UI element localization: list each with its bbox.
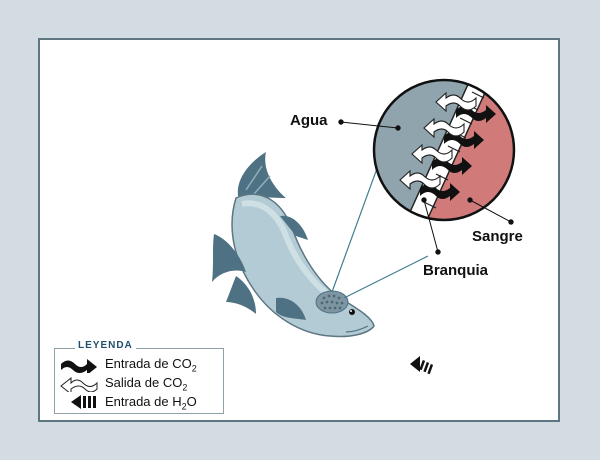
co2-in-arrow-icon bbox=[61, 359, 97, 373]
zoom-line-lower bbox=[343, 255, 429, 299]
leader-branquia bbox=[423, 199, 439, 253]
legend-text-co2-out: Salida de CO bbox=[105, 375, 183, 390]
label-branquia: Branquia bbox=[423, 262, 489, 279]
leader-agua bbox=[340, 121, 399, 129]
leader-sangre bbox=[469, 199, 512, 223]
pectoral-fin bbox=[212, 234, 246, 282]
label-sangre: Sangre bbox=[472, 228, 523, 245]
legend-item-co2-out: Salida de CO2 bbox=[55, 374, 225, 393]
legend-text-water-in: Entrada de H bbox=[105, 394, 182, 409]
label-agua: Agua bbox=[290, 112, 328, 129]
fish bbox=[212, 152, 375, 338]
tail-fin bbox=[237, 152, 286, 198]
water-in-arrow-icon bbox=[71, 395, 96, 409]
legend: LEYENDA Entrada de CO2 Salida de CO2 Ent… bbox=[54, 340, 225, 414]
water-in-arrow-icon bbox=[410, 356, 434, 375]
magnified-gill-view bbox=[372, 78, 516, 222]
zoom-line-upper bbox=[331, 151, 384, 293]
fish-eye bbox=[349, 309, 355, 315]
legend-title: LEYENDA bbox=[75, 340, 136, 351]
co2-out-arrow-icon bbox=[60, 376, 98, 392]
ventral-fin bbox=[276, 297, 306, 320]
dorsal-fin bbox=[280, 215, 308, 240]
legend-text-co2-in: Entrada de CO bbox=[105, 356, 192, 371]
legend-item-co2-in: Entrada de CO2 bbox=[55, 355, 225, 374]
legend-item-water-in: Entrada de H2O bbox=[55, 393, 225, 412]
